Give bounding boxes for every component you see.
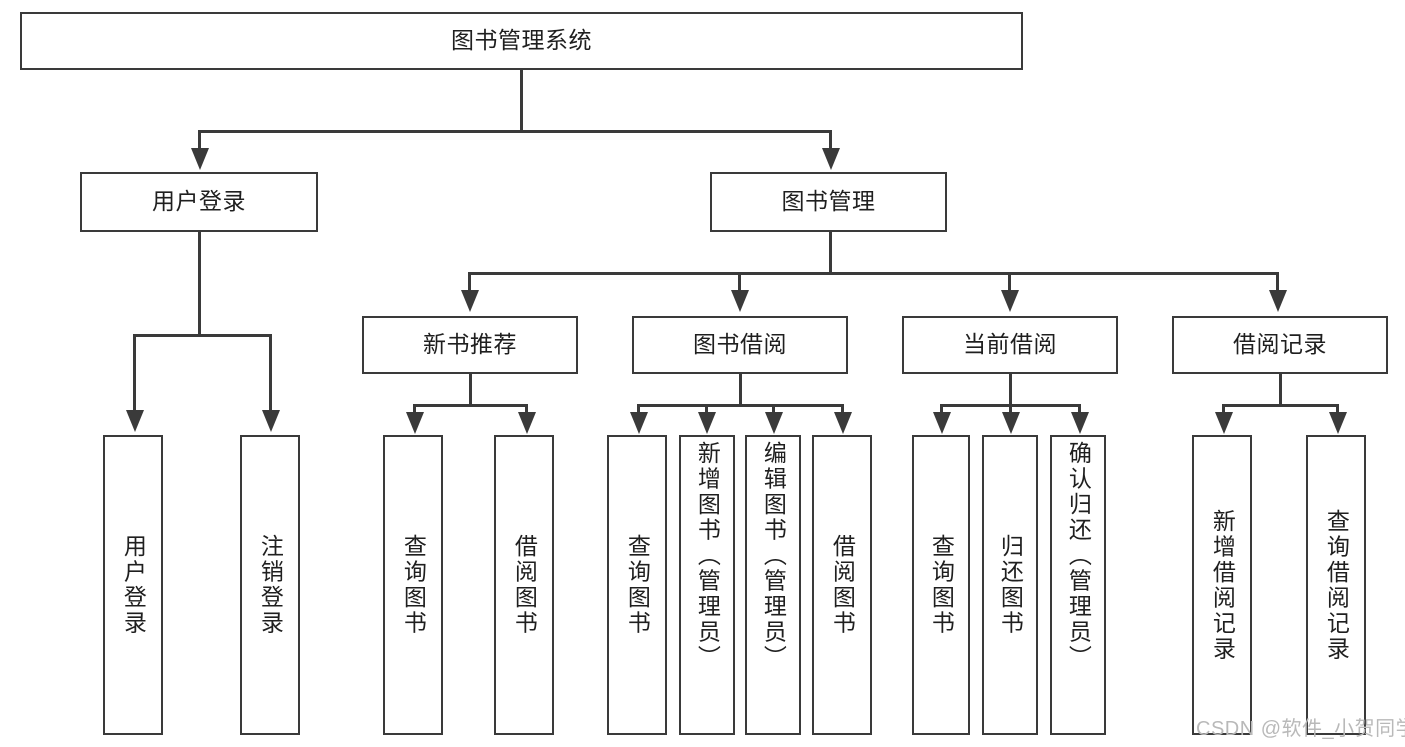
arrowhead-user-login-leaf-1 <box>261 410 280 432</box>
arrowhead-book-borrow-leaf-1 <box>697 412 716 434</box>
node-leaf-borrow-book[interactable]: 借阅图书 <box>812 435 872 735</box>
arrowhead-current-borrow-leaf-2 <box>1070 412 1089 434</box>
arrowhead-to-borrow-record <box>1268 290 1287 312</box>
node-label: 新书推荐 <box>423 331 517 358</box>
node-label: 图书管理 <box>781 188 876 215</box>
node-label: 查询图书 <box>928 534 955 636</box>
node-label: 借阅图书 <box>511 534 538 636</box>
node-user-login[interactable]: 用户登录 <box>80 172 318 232</box>
node-label: 图书管理系统 <box>451 27 592 54</box>
node-label: 用户登录 <box>120 534 147 636</box>
connector-root-to-user-login <box>198 130 201 152</box>
node-label: 借阅记录 <box>1233 331 1327 358</box>
arrowhead-to-new-book-recommend <box>460 290 479 312</box>
arrowhead-current-borrow-leaf-1 <box>1001 412 1020 434</box>
arrowhead-user-login-leaf-0 <box>125 410 144 432</box>
node-leaf-return-book[interactable]: 归还图书 <box>982 435 1038 735</box>
connector-new-book-bus <box>413 404 525 407</box>
node-label: 编辑图书（管理员） <box>760 441 787 671</box>
connector-current-borrow-to-leaf-0 <box>940 404 943 416</box>
node-book-borrow[interactable]: 图书借阅 <box>632 316 848 374</box>
node-label: 图书借阅 <box>693 331 787 358</box>
connector-to-borrow-record <box>1276 272 1279 294</box>
node-label: 用户登录 <box>152 188 246 215</box>
connector-book-borrow-to-leaf-1 <box>705 404 708 416</box>
node-label: 注销登录 <box>257 534 284 636</box>
arrowhead-to-user-login <box>190 148 209 170</box>
arrowhead-book-borrow-leaf-0 <box>629 412 648 434</box>
connector-book-borrow-bus <box>637 404 841 407</box>
arrowhead-book-borrow-leaf-2 <box>764 412 783 434</box>
connector-user-login-drop <box>197 232 201 336</box>
arrowhead-current-borrow-leaf-0 <box>932 412 951 434</box>
connector-to-book-borrow <box>738 272 741 294</box>
node-leaf-query-borrow-record[interactable]: 查询借阅记录 <box>1306 435 1366 735</box>
node-root-book-management-system[interactable]: 图书管理系统 <box>20 12 1023 70</box>
connector-user-login-to-leaf-0 <box>133 334 136 414</box>
node-label: 归还图书 <box>997 534 1024 636</box>
connector-current-borrow-to-leaf-1 <box>1009 404 1012 416</box>
node-leaf-query-book-borrow[interactable]: 查询图书 <box>607 435 667 735</box>
connector-book-management-drop <box>828 232 832 274</box>
node-label: 查询借阅记录 <box>1323 508 1350 662</box>
connector-new-book-drop <box>468 374 472 406</box>
connector-book-borrow-to-leaf-0 <box>637 404 640 416</box>
node-leaf-add-borrow-record[interactable]: 新增借阅记录 <box>1192 435 1252 735</box>
connector-level3-bus <box>468 272 1278 275</box>
connector-borrow-record-drop <box>1278 374 1282 406</box>
arrowhead-to-current-borrow <box>1000 290 1019 312</box>
connector-current-borrow-to-leaf-2 <box>1078 404 1081 416</box>
node-leaf-query-book-newbook[interactable]: 查询图书 <box>383 435 443 735</box>
arrowhead-new-book-leaf-1 <box>517 412 536 434</box>
connector-user-login-bus <box>133 334 269 337</box>
arrowhead-to-book-borrow <box>730 290 749 312</box>
node-label: 查询图书 <box>624 534 651 636</box>
node-leaf-edit-book-admin[interactable]: 编辑图书（管理员） <box>745 435 801 735</box>
node-leaf-user-login[interactable]: 用户登录 <box>103 435 163 735</box>
node-current-borrow[interactable]: 当前借阅 <box>902 316 1118 374</box>
node-label: 借阅图书 <box>829 534 856 636</box>
connector-book-borrow-to-leaf-2 <box>772 404 775 416</box>
node-label: 新增图书（管理员） <box>694 441 721 671</box>
node-label: 当前借阅 <box>963 331 1057 358</box>
node-label: 新增借阅记录 <box>1209 508 1236 662</box>
arrowhead-borrow-record-leaf-0 <box>1214 412 1233 434</box>
connector-root-bus <box>198 130 832 133</box>
connector-new-book-to-leaf-1 <box>525 404 528 416</box>
connector-to-new-book-recommend <box>468 272 471 294</box>
node-leaf-logout[interactable]: 注销登录 <box>240 435 300 735</box>
node-leaf-borrow-book-newbook[interactable]: 借阅图书 <box>494 435 554 735</box>
node-leaf-add-book-admin[interactable]: 新增图书（管理员） <box>679 435 735 735</box>
connector-book-borrow-drop <box>738 374 742 406</box>
arrowhead-book-borrow-leaf-3 <box>833 412 852 434</box>
connector-user-login-to-leaf-1 <box>269 334 272 414</box>
connector-book-borrow-to-leaf-3 <box>841 404 844 416</box>
node-label: 确认归还（管理员） <box>1065 441 1092 671</box>
node-borrow-record[interactable]: 借阅记录 <box>1172 316 1388 374</box>
connector-root-to-book-management <box>829 130 832 152</box>
arrowhead-new-book-leaf-0 <box>405 412 424 434</box>
node-new-book-recommend[interactable]: 新书推荐 <box>362 316 578 374</box>
connector-root-drop <box>520 70 523 132</box>
connector-to-current-borrow <box>1008 272 1011 294</box>
arrowhead-borrow-record-leaf-1 <box>1328 412 1347 434</box>
connector-borrow-record-to-leaf-1 <box>1336 404 1339 416</box>
node-leaf-confirm-return-admin[interactable]: 确认归还（管理员） <box>1050 435 1106 735</box>
node-leaf-query-book-current[interactable]: 查询图书 <box>912 435 970 735</box>
connector-borrow-record-to-leaf-0 <box>1222 404 1225 416</box>
node-label: 查询图书 <box>400 534 427 636</box>
connector-current-borrow-drop <box>1008 374 1012 406</box>
connector-new-book-to-leaf-0 <box>413 404 416 416</box>
connector-borrow-record-bus <box>1222 404 1336 407</box>
arrowhead-to-book-management <box>821 148 840 170</box>
node-book-management[interactable]: 图书管理 <box>710 172 947 232</box>
